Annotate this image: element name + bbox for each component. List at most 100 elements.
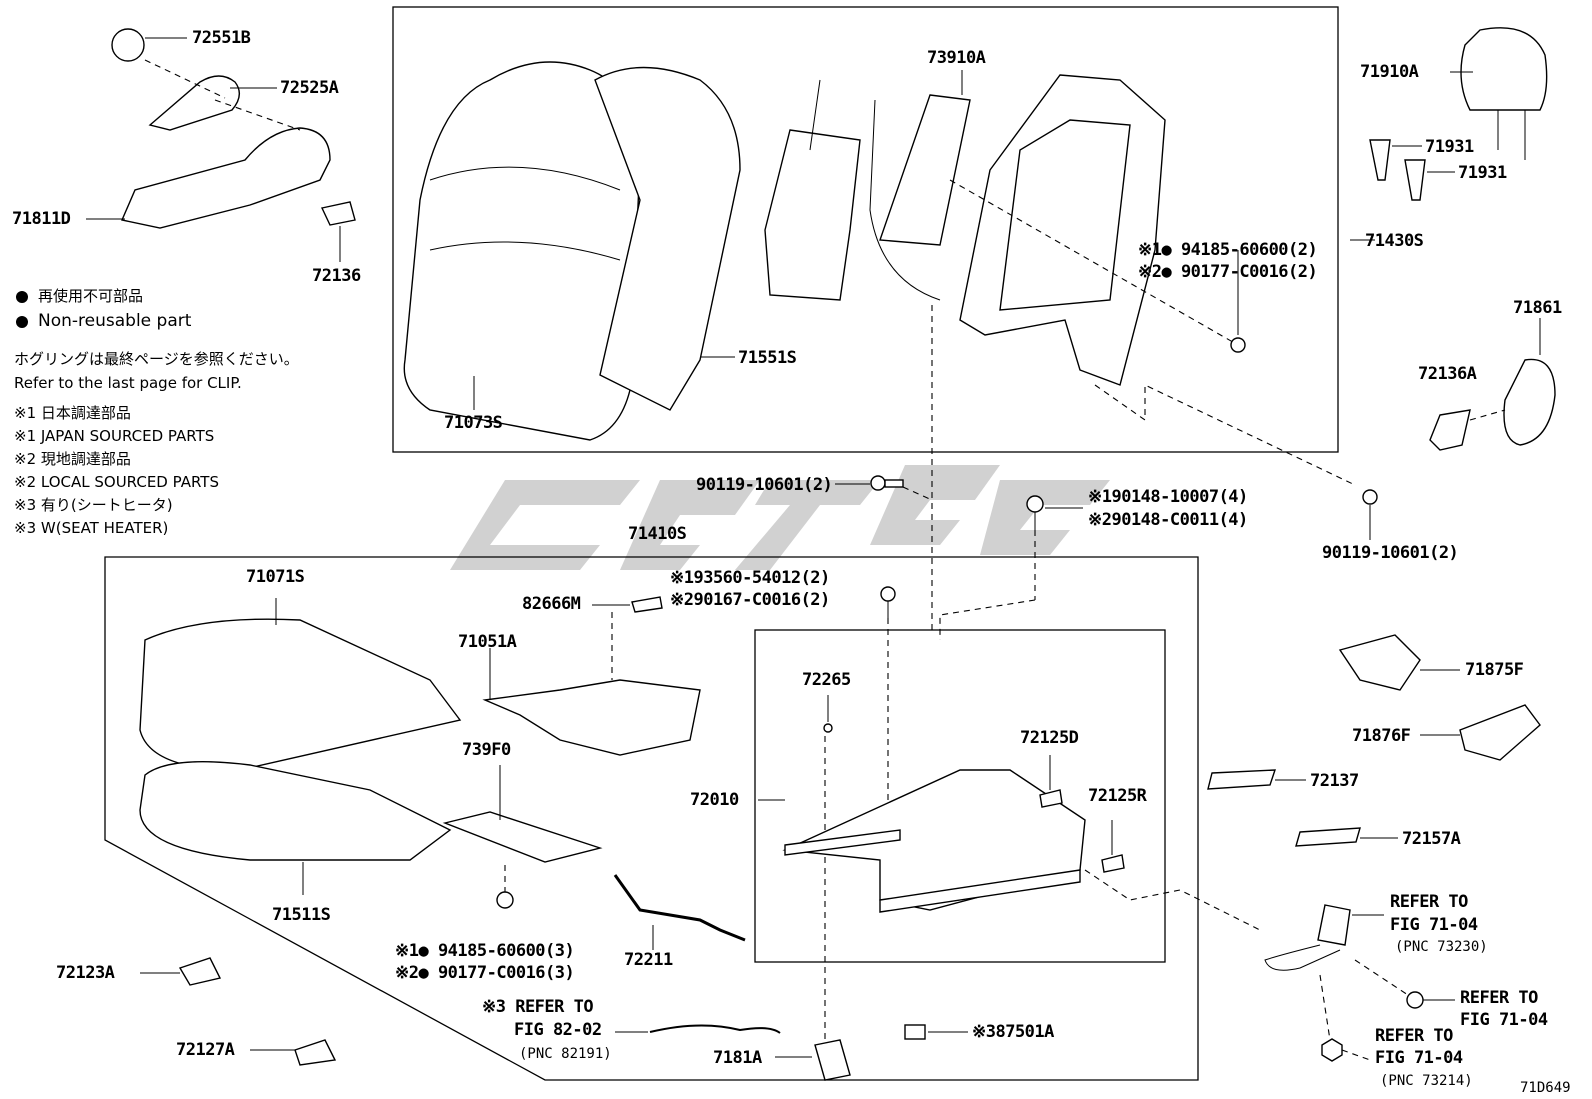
- ref-71-04-a-line2[interactable]: FIG 71-04: [1390, 915, 1478, 935]
- part-label-90177-bot[interactable]: ※2● 90177-C0016(3): [395, 963, 575, 983]
- part-label-71811D[interactable]: 71811D: [12, 209, 71, 229]
- cover-72127A: [294, 1039, 337, 1066]
- ref-71-04-b-line2[interactable]: FIG 71-04: [1460, 1010, 1548, 1030]
- diagram-id: 71D649: [1520, 1080, 1571, 1096]
- part-label-71875F[interactable]: 71875F: [1465, 660, 1524, 680]
- legend-nonreusable-en: Non-reusable part: [38, 311, 192, 331]
- part-label-94185-bot[interactable]: ※1● 94185-60600(3): [395, 941, 575, 961]
- part-label-72127A[interactable]: 72127A: [176, 1040, 235, 1060]
- connector-82666M: [631, 596, 663, 613]
- clip-72125D: [1039, 789, 1063, 808]
- part-label-72136A[interactable]: 72136A: [1418, 364, 1477, 384]
- legend-note2-ja: ※2 現地調達部品: [14, 450, 131, 468]
- part-label-71861[interactable]: 71861: [1513, 298, 1562, 318]
- part-label-73910A[interactable]: 73910A: [927, 48, 986, 68]
- part-label-72551B[interactable]: 72551B: [192, 28, 251, 48]
- bullet-icon: [16, 316, 28, 328]
- part-label-82666M[interactable]: 82666M: [522, 594, 581, 614]
- seat-back-group-box: [392, 6, 1339, 453]
- ref-71-04-c-line2[interactable]: FIG 71-04: [1375, 1048, 1463, 1068]
- part-label-71876F[interactable]: 71876F: [1352, 726, 1411, 746]
- part-label-87501A[interactable]: ※387501A: [972, 1022, 1054, 1042]
- ref-71-04-a-line3: (PNC 73230): [1395, 939, 1488, 955]
- guide-72136A: [1429, 409, 1471, 451]
- legend-note1-ja: ※1 日本調達部品: [14, 404, 131, 422]
- part-label-71910A[interactable]: 71910A: [1360, 62, 1419, 82]
- part-label-71430S[interactable]: 71430S: [1365, 231, 1424, 251]
- bolt-90119-left: [870, 475, 904, 491]
- watermark-logo: [450, 465, 1110, 570]
- part-label-7181A[interactable]: 7181A: [713, 1048, 762, 1068]
- heater-mat: [442, 811, 603, 863]
- part-label-739F0[interactable]: 739F0: [462, 740, 511, 760]
- part-label-72211[interactable]: 72211: [624, 950, 673, 970]
- legend-clip-en: Refer to the last page for CLIP.: [14, 374, 242, 392]
- part-label-72125R[interactable]: 72125R: [1088, 786, 1147, 806]
- legend-note3-ja: ※3 有り(シートヒータ): [14, 496, 173, 514]
- part-label-90119-right[interactable]: 90119-10601(2): [1322, 543, 1459, 563]
- seat-cushion-group-box: [104, 556, 1199, 1081]
- ref-71-04-c-line1[interactable]: REFER TO: [1375, 1026, 1453, 1046]
- part-label-90177-top[interactable]: ※2● 90177-C0016(2): [1138, 262, 1318, 282]
- lumbar-pad: [879, 94, 971, 246]
- part-label-90119-left[interactable]: 90119-10601(2): [696, 475, 833, 495]
- part-label-193560[interactable]: ※193560-54012(2): [670, 568, 830, 588]
- headrest-cover: [1503, 358, 1556, 446]
- cushion-pad: [139, 760, 452, 861]
- ref-82-02-line1[interactable]: ※3 REFER TO: [482, 997, 594, 1017]
- ref-82-02-line3: (PNC 82191): [519, 1046, 612, 1062]
- part-label-72265[interactable]: 72265: [802, 670, 851, 690]
- bolt-90119-right: [1362, 489, 1378, 505]
- part-label-72123A[interactable]: 72123A: [56, 963, 115, 983]
- knob-parts: [111, 28, 356, 229]
- seat-adjuster-group-box: [754, 629, 1166, 963]
- part-label-71551S[interactable]: 71551S: [738, 348, 797, 368]
- cover-71875F: [1338, 634, 1421, 691]
- seatback-pad: [594, 66, 741, 411]
- seatbelt-buckle: [1317, 904, 1351, 946]
- clip-72125R: [1101, 854, 1125, 873]
- cover-72157A: [1295, 827, 1361, 847]
- part-label-72157A[interactable]: 72157A: [1402, 829, 1461, 849]
- part-label-72525A[interactable]: 72525A: [280, 78, 339, 98]
- connector-87501A: [904, 1024, 926, 1040]
- ref-71-04-c-line3: (PNC 73214): [1380, 1073, 1473, 1089]
- harness-82191: [649, 1024, 781, 1034]
- headrest: [1460, 27, 1548, 111]
- part-label-71073S[interactable]: 71073S: [444, 413, 503, 433]
- legend-nonreusable-ja: 再使用不可部品: [38, 287, 144, 305]
- cushion-cover: [139, 618, 462, 771]
- part-label-71071S[interactable]: 71071S: [246, 567, 305, 587]
- seatback-cover: [403, 61, 641, 441]
- headrest-support-1: [1369, 139, 1391, 181]
- bolt-90148: [1026, 495, 1044, 530]
- part-label-72125D[interactable]: 72125D: [1020, 728, 1079, 748]
- part-label-71931-a[interactable]: 71931: [1425, 137, 1474, 157]
- part-label-71410S[interactable]: 71410S: [628, 524, 687, 544]
- part-label-71511S[interactable]: 71511S: [272, 905, 331, 925]
- part-label-90148-b[interactable]: ※290148-C0011(4): [1088, 510, 1248, 530]
- ref-82-02-line2[interactable]: FIG 82-02: [514, 1020, 602, 1040]
- heater-assembly: [764, 129, 861, 301]
- part-label-71931-b[interactable]: 71931: [1458, 163, 1507, 183]
- cushion-frame-71051A: [482, 679, 701, 756]
- legend-note2-en: ※2 LOCAL SOURCED PARTS: [14, 473, 219, 491]
- part-label-72010[interactable]: 72010: [690, 790, 739, 810]
- legend-note3-en: ※3 W(SEAT HEATER): [14, 519, 169, 537]
- ref-71-04-b-line1[interactable]: REFER TO: [1460, 988, 1538, 1008]
- part-label-72137[interactable]: 72137: [1310, 771, 1359, 791]
- cover-72123A: [178, 957, 222, 986]
- cover-72137: [1207, 769, 1276, 790]
- cover-71876F: [1459, 704, 1541, 761]
- ref-71-04-a-line1[interactable]: REFER TO: [1390, 892, 1468, 912]
- part-label-90167[interactable]: ※290167-C0016(2): [670, 590, 830, 610]
- part-label-94185-top[interactable]: ※1● 94185-60600(2): [1138, 240, 1318, 260]
- part-label-72136[interactable]: 72136: [312, 266, 361, 286]
- legend-note1-en: ※1 JAPAN SOURCED PARTS: [14, 427, 215, 445]
- part-label-90148-a[interactable]: ※190148-10007(4): [1088, 487, 1248, 507]
- legend-clip-ja: ホグリングは最終ページを参照ください。: [14, 350, 299, 368]
- bullet-icon: [16, 291, 28, 303]
- part-label-71051A[interactable]: 71051A: [458, 632, 517, 652]
